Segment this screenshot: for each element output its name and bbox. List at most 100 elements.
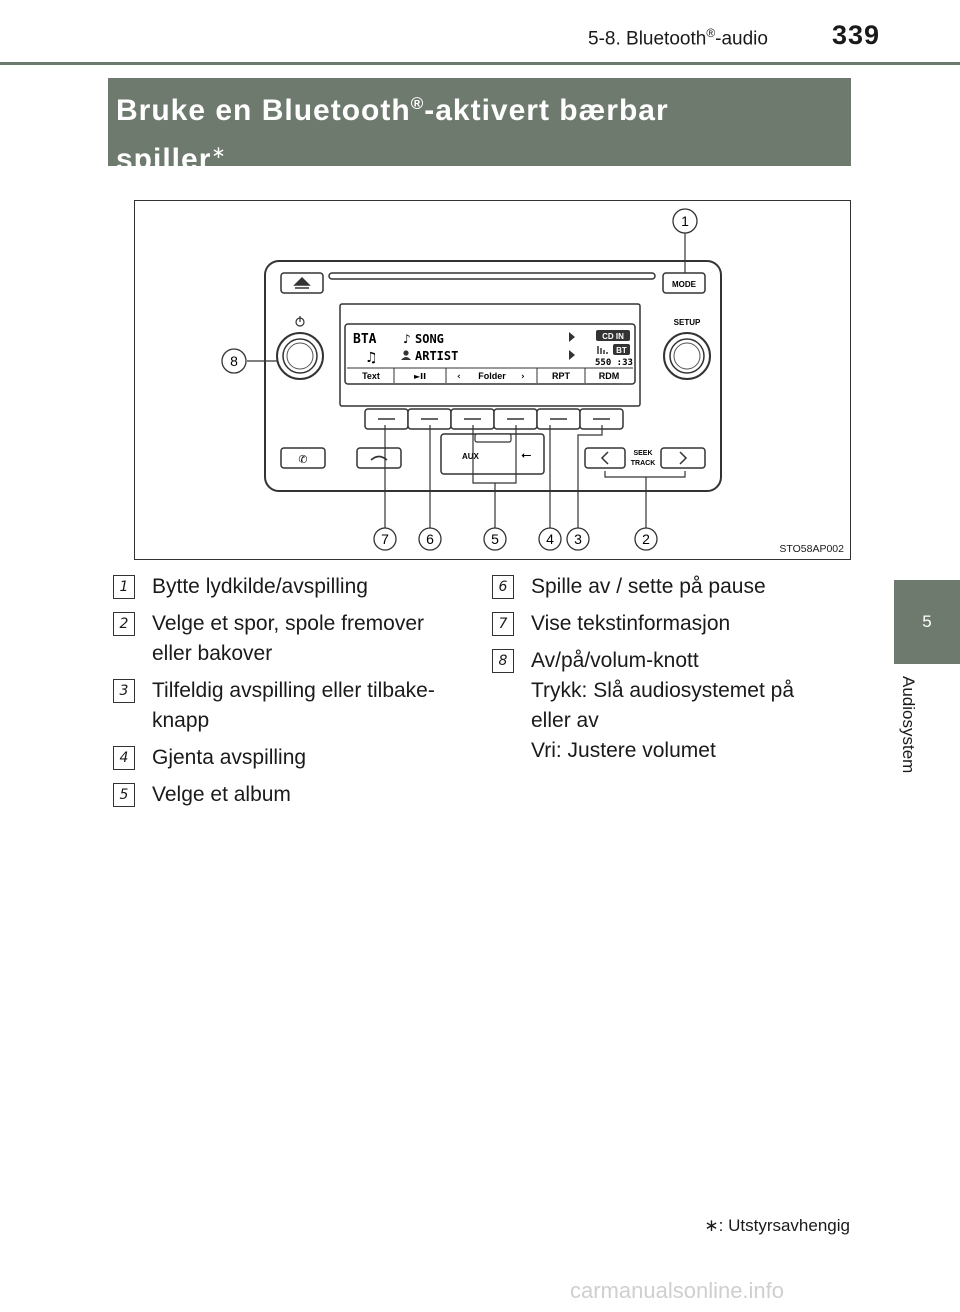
figure-code: STO58AP002 xyxy=(779,543,844,555)
phone-icon: ✆ xyxy=(298,453,307,466)
svg-text:7: 7 xyxy=(381,531,389,547)
usb-icon: ⭠ xyxy=(521,448,531,463)
watermark: carmanualsonline.info xyxy=(570,1278,785,1303)
callout-leaders xyxy=(247,233,686,528)
item-number: 6 xyxy=(492,575,514,599)
eject-icon xyxy=(293,276,311,289)
item-text: eller av xyxy=(531,709,599,732)
soft-label-text: Text xyxy=(362,371,380,381)
bt-badge xyxy=(613,344,630,355)
title-part-3: spiller xyxy=(116,143,212,176)
legend-list-right: 6 Spille av / sette på pause 7 Vise teks… xyxy=(492,572,852,773)
page-number: 339 xyxy=(832,20,881,50)
registered-mark: ® xyxy=(706,26,716,40)
setup-label: SETUP xyxy=(674,318,701,327)
item-text: Trykk: Slå audiosystemet på xyxy=(531,679,794,702)
artist-icon xyxy=(403,350,409,356)
item-text: Vri: Justere volumet xyxy=(531,739,716,762)
list-item: 4 Gjenta avspilling xyxy=(113,743,483,773)
list-item: 8 Av/på/volum-knott Trykk: Slå audiosyst… xyxy=(492,646,852,766)
section-title: Bruke en Bluetooth®-aktivert bærbar spil… xyxy=(116,83,836,181)
item-number: 2 xyxy=(113,612,135,636)
page-header: 5-8. Bluetooth®-audio 339 xyxy=(0,0,960,65)
svg-text:4: 4 xyxy=(546,531,554,547)
preset-button-row xyxy=(364,408,624,430)
list-item: 7 Vise tekstinformasjon xyxy=(492,609,852,639)
seek-back-button xyxy=(584,447,626,469)
soft-label-folder: Folder xyxy=(478,371,506,381)
music-note-icon: ♫ xyxy=(365,350,378,366)
list-item: 3 Tilfeldig avspilling eller tilbake- kn… xyxy=(113,676,483,736)
item-number: 4 xyxy=(113,746,135,770)
section-label-suffix: -audio xyxy=(715,28,768,50)
callout-8: 8 xyxy=(221,348,247,374)
item-text: Velge et album xyxy=(152,783,291,806)
soft-label-rdm: RDM xyxy=(599,371,620,381)
item-text: Tilfeldig avspilling eller tilbake- xyxy=(152,679,435,702)
bt-text: BT xyxy=(616,346,627,355)
item-text: Av/på/volum-knott xyxy=(531,649,699,672)
setup-knob xyxy=(663,332,711,380)
callout-6: 6 xyxy=(418,527,442,551)
item-text: Bytte lydkilde/avspilling xyxy=(152,575,368,598)
list-item: 2 Velge et spor, spole fremover eller ba… xyxy=(113,609,483,669)
seek-forward-button xyxy=(660,447,706,469)
chevron-right-icon xyxy=(679,451,688,465)
mode-button xyxy=(662,272,706,294)
svg-text:›: › xyxy=(521,372,525,382)
item-text: knapp xyxy=(152,709,210,732)
phone-pickup-button xyxy=(280,447,326,469)
list-item: 5 Velge et album xyxy=(113,780,483,810)
item-number: 5 xyxy=(113,783,135,807)
callout-5: 5 xyxy=(483,527,507,551)
svg-text:‹: ‹ xyxy=(457,372,461,382)
item-number: 7 xyxy=(492,612,514,636)
section-label: 5-8. Bluetooth®-audio xyxy=(588,26,768,50)
callout-2: 2 xyxy=(634,527,658,551)
svg-text:2: 2 xyxy=(642,531,650,547)
list-item: 1 Bytte lydkilde/avspilling xyxy=(113,572,483,602)
item-text: Velge et spor, spole fremover xyxy=(152,612,424,635)
svg-text:8: 8 xyxy=(230,353,238,369)
svg-text:5: 5 xyxy=(491,531,499,547)
chapter-label-text: Audiosystem xyxy=(899,676,918,774)
display-song: SONG xyxy=(415,332,444,346)
chevron-left-icon xyxy=(600,451,609,465)
aux-label: AUX xyxy=(462,452,480,461)
header-rule xyxy=(0,62,960,65)
seek-label: SEEK xyxy=(633,450,652,457)
soft-label-rpt: RPT xyxy=(552,371,571,381)
item-text: eller bakover xyxy=(152,642,273,665)
item-text: Vise tekstinformasjon xyxy=(531,612,731,635)
display-artist: ARTIST xyxy=(415,349,458,363)
callout-3: 3 xyxy=(566,527,590,551)
audio-unit-figure: MODE SETUP BTA ♪ SONG ♫ ARTIST CD IN BT … xyxy=(134,200,851,560)
footnote: ∗: Utstyrsavhengig xyxy=(704,1216,850,1235)
title-asterisk: ∗ xyxy=(211,143,227,162)
item-number: 8 xyxy=(492,649,514,673)
list-item: 6 Spille av / sette på pause xyxy=(492,572,852,602)
callout-1: 1 xyxy=(672,208,698,234)
item-text: Gjenta avspilling xyxy=(152,746,307,769)
callout-4: 4 xyxy=(538,527,562,551)
mode-label: MODE xyxy=(672,280,697,289)
cd-in-text: CD IN xyxy=(602,332,624,341)
hangup-icon xyxy=(370,455,388,461)
phone-hangup-button xyxy=(356,447,402,469)
cd-in-badge xyxy=(596,330,630,341)
section-title-bar: Bruke en Bluetooth®-aktivert bærbar spil… xyxy=(108,78,851,176)
track-label: TRACK xyxy=(631,460,656,467)
title-part-1: Bruke en Bluetooth xyxy=(116,94,411,127)
display-bta: BTA xyxy=(353,332,377,347)
item-text: Spille av / sette på pause xyxy=(531,575,766,598)
legend-list-left: 1 Bytte lydkilde/avspilling 2 Velge et s… xyxy=(113,572,483,817)
chapter-tab: 5 xyxy=(894,580,960,664)
audio-unit-illustration: MODE SETUP BTA ♪ SONG ♫ ARTIST CD IN BT … xyxy=(221,208,722,551)
section-label-text: 5-8. Bluetooth xyxy=(588,28,707,50)
callout-7: 7 xyxy=(373,527,397,551)
svg-text:6: 6 xyxy=(426,531,434,547)
display-time: 550 :33 xyxy=(595,358,633,368)
svg-text:♪: ♪ xyxy=(403,332,411,346)
title-part-2: -aktivert bærbar xyxy=(424,94,669,127)
chapter-label: Audiosystem xyxy=(896,676,926,806)
